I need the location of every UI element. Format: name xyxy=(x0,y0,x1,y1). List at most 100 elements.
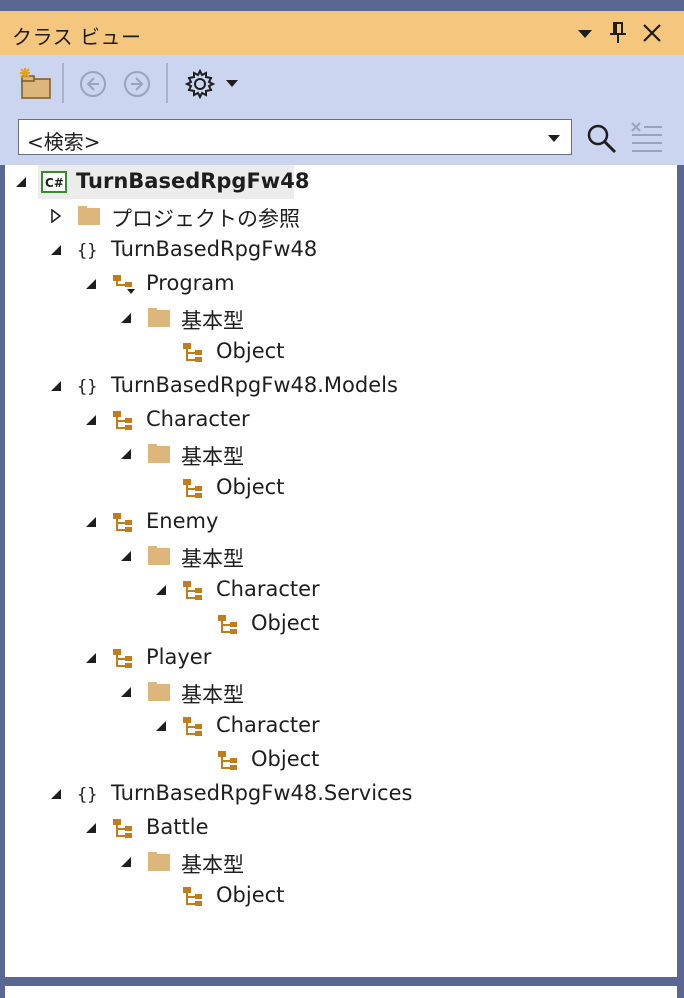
tree-label: Object xyxy=(251,747,320,771)
dropdown-arrow-icon[interactable] xyxy=(572,20,598,46)
class-icon xyxy=(113,649,132,668)
tree-row-namespace[interactable]: {} TurnBasedRpgFw48.Models xyxy=(5,369,677,403)
folder-icon xyxy=(148,852,170,871)
member-pane xyxy=(5,986,677,998)
csharp-project-icon: C# xyxy=(41,171,67,193)
tree-label: TurnBasedRpgFw48.Services xyxy=(111,781,413,805)
tree-label: Character xyxy=(216,577,320,601)
panel-title-bar: クラス ビュー xyxy=(0,11,684,55)
tree-row-class[interactable]: Object xyxy=(5,335,677,369)
tree-row-class[interactable]: Battle xyxy=(5,811,677,845)
back-icon[interactable] xyxy=(78,69,108,99)
tree-label: 基本型 xyxy=(181,309,244,333)
tree-row-references[interactable]: プロジェクトの参照 xyxy=(5,199,677,233)
panel-title: クラス ビュー xyxy=(12,25,142,49)
class-icon xyxy=(183,479,202,498)
expanded-arrow-icon[interactable] xyxy=(49,379,63,393)
tree-label: Enemy xyxy=(146,509,219,533)
expanded-arrow-icon[interactable] xyxy=(119,549,133,563)
tree-label: Battle xyxy=(146,815,209,839)
tree-row-class[interactable]: Object xyxy=(5,879,677,913)
tree-row-namespace[interactable]: {} TurnBasedRpgFw48 xyxy=(5,233,677,267)
expanded-arrow-icon[interactable] xyxy=(119,447,133,461)
tree-label: TurnBasedRpgFw48 xyxy=(111,237,318,261)
forward-icon[interactable] xyxy=(122,69,152,99)
folder-icon xyxy=(148,308,170,327)
chevron-down-icon[interactable] xyxy=(547,134,561,144)
tree-label: TurnBasedRpgFw48.Models xyxy=(111,373,398,397)
new-folder-icon[interactable] xyxy=(16,67,52,101)
tree-label: Object xyxy=(251,611,320,635)
expanded-arrow-icon[interactable] xyxy=(49,243,63,257)
tree-row-class[interactable]: Character xyxy=(5,573,677,607)
expanded-arrow-icon[interactable] xyxy=(84,277,98,291)
tree-row-base-types[interactable]: 基本型 xyxy=(5,301,677,335)
tree-row-class[interactable]: Object xyxy=(5,471,677,505)
tree-row-namespace[interactable]: {} TurnBasedRpgFw48.Services xyxy=(5,777,677,811)
expanded-arrow-icon[interactable] xyxy=(84,515,98,529)
expanded-arrow-icon[interactable] xyxy=(119,685,133,699)
namespace-icon: {} xyxy=(77,785,97,805)
tree-row-class[interactable]: Player xyxy=(5,641,677,675)
tree-row-class[interactable]: Program xyxy=(5,267,677,301)
class-icon xyxy=(113,819,132,838)
expanded-arrow-icon[interactable] xyxy=(49,787,63,801)
folder-icon xyxy=(148,444,170,463)
clear-search-icon[interactable] xyxy=(630,121,664,155)
tree-row-class[interactable]: Object xyxy=(5,607,677,641)
class-icon xyxy=(218,751,237,770)
tree-row-class[interactable]: Enemy xyxy=(5,505,677,539)
class-icon xyxy=(183,887,202,906)
close-icon[interactable] xyxy=(639,20,665,46)
tree-label: Object xyxy=(216,339,285,363)
tree-row-class[interactable]: Character xyxy=(5,709,677,743)
expanded-arrow-icon[interactable] xyxy=(84,651,98,665)
search-icon[interactable] xyxy=(584,121,618,155)
expanded-arrow-icon[interactable] xyxy=(154,719,168,733)
tree-label: Object xyxy=(216,475,285,499)
svg-text:C#: C# xyxy=(45,176,64,190)
toolbar: <検索> xyxy=(0,55,684,165)
namespace-icon: {} xyxy=(77,377,97,397)
class-icon xyxy=(113,513,132,532)
tree-label: Character xyxy=(146,407,250,431)
search-placeholder[interactable]: <検索> xyxy=(27,130,101,154)
tree-row-base-types[interactable]: 基本型 xyxy=(5,539,677,573)
class-icon xyxy=(218,615,237,634)
class-icon xyxy=(113,411,132,430)
tree-row-class[interactable]: Character xyxy=(5,403,677,437)
svg-text:{}: {} xyxy=(77,377,97,397)
expanded-arrow-icon[interactable] xyxy=(84,413,98,427)
settings-gear-icon[interactable] xyxy=(184,68,216,100)
tree-label: 基本型 xyxy=(181,445,244,469)
toolbar-separator xyxy=(62,63,64,103)
class-icon xyxy=(183,581,202,600)
toolbar-separator xyxy=(166,63,168,103)
tree-label: 基本型 xyxy=(181,683,244,707)
pin-icon[interactable] xyxy=(605,20,631,46)
tree-label: 基本型 xyxy=(181,547,244,571)
tree-label: プロジェクトの参照 xyxy=(111,207,300,231)
tree-row-base-types[interactable]: 基本型 xyxy=(5,437,677,471)
svg-text:{}: {} xyxy=(77,785,97,805)
tree-label: TurnBasedRpgFw48 xyxy=(76,169,310,193)
tree-label: Character xyxy=(216,713,320,737)
tree-label: Object xyxy=(216,883,285,907)
tree-row-base-types[interactable]: 基本型 xyxy=(5,845,677,879)
collapsed-arrow-icon[interactable] xyxy=(49,209,63,223)
expanded-arrow-icon[interactable] xyxy=(119,311,133,325)
expanded-arrow-icon[interactable] xyxy=(14,175,28,189)
folder-icon xyxy=(78,206,100,225)
tree-row-class[interactable]: Object xyxy=(5,743,677,777)
search-combobox[interactable]: <検索> xyxy=(18,119,572,155)
tree-label: 基本型 xyxy=(181,853,244,877)
tree-row-project[interactable]: C# TurnBasedRpgFw48 xyxy=(5,165,677,199)
tree-label: Player xyxy=(146,645,212,669)
tree-label: Program xyxy=(146,271,235,295)
expanded-arrow-icon[interactable] xyxy=(84,821,98,835)
expanded-arrow-icon[interactable] xyxy=(154,583,168,597)
settings-dropdown-arrow-icon[interactable] xyxy=(224,77,240,91)
expanded-arrow-icon[interactable] xyxy=(119,855,133,869)
tree-row-base-types[interactable]: 基本型 xyxy=(5,675,677,709)
folder-icon xyxy=(148,546,170,565)
